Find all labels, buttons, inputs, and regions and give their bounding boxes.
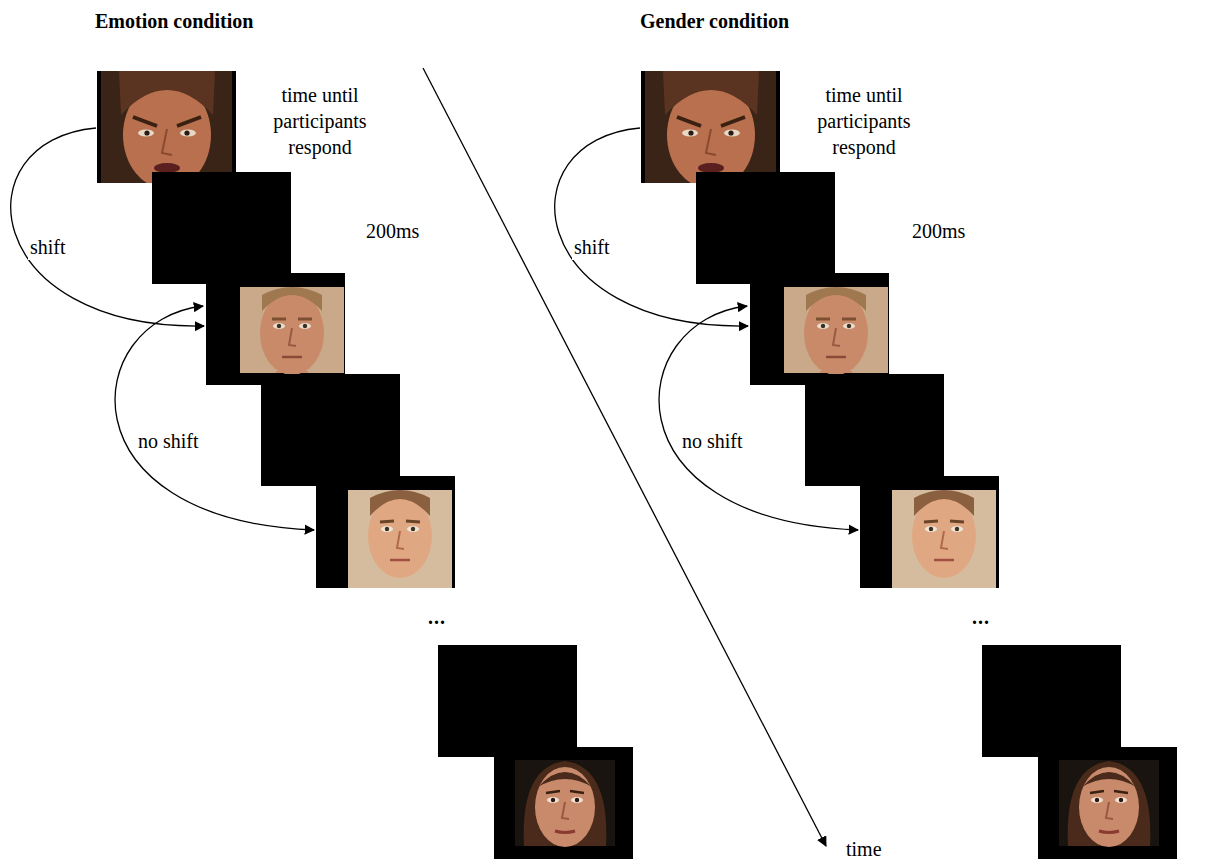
blank-screen [982,645,1121,757]
ellipsis-mark: ... [972,604,990,630]
condition-heading: Emotion condition [95,8,253,34]
arrow-label: no shift [680,428,745,454]
face-stimulus [494,747,633,859]
no-shift-arrow [115,306,314,530]
shift-arrow [555,128,748,326]
face-stimulus [750,273,889,385]
face-stimulus [860,476,999,588]
face-stimulus [1038,747,1177,859]
face-stimulus [316,476,455,588]
face-stimulus [206,273,345,385]
timing-note: 200ms [912,218,965,244]
trial-sequence [11,71,633,859]
blank-screen [805,374,944,486]
no-shift-arrow [659,306,858,530]
time-arrow [423,68,826,846]
arrow-label: shift [28,234,68,260]
blank-screen [261,374,400,486]
timing-note: time until participants respond [801,82,927,160]
face-stimulus [641,71,780,189]
shift-arrow [11,128,204,326]
condition-heading: Gender condition [640,8,789,34]
blank-screen [438,645,577,757]
blank-screen [696,172,835,284]
blank-screen [152,172,291,284]
trial-sequence [555,71,1177,859]
axis-label: time [846,836,882,862]
timing-note: 200ms [366,218,419,244]
face-stimulus [97,71,236,189]
ellipsis-mark: ... [428,604,446,630]
arrow-label: no shift [136,428,201,454]
arrow-label: shift [572,234,612,260]
timing-note: time until participants respond [257,82,383,160]
